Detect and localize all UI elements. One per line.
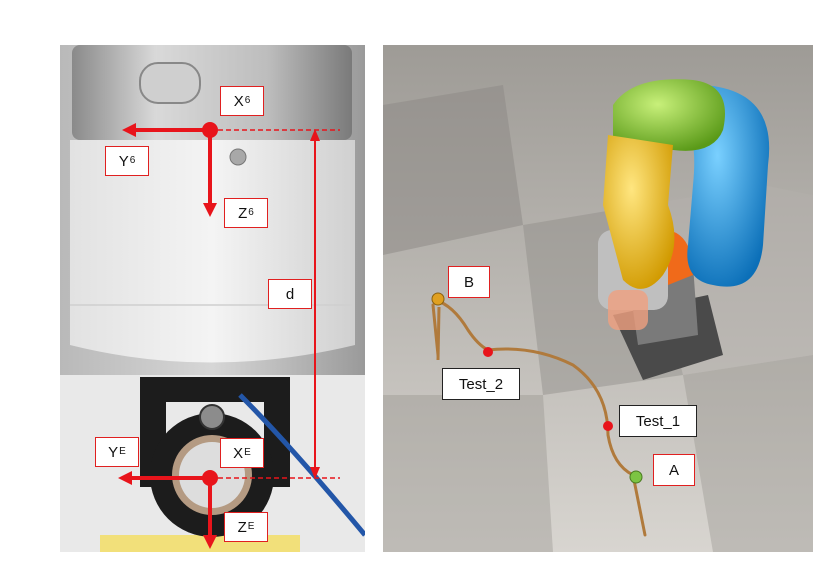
- label-d: d: [268, 279, 312, 309]
- label-test-2-text: Test_2: [458, 375, 504, 393]
- label-a-text: A: [668, 461, 679, 479]
- simulation-panel: [383, 45, 813, 552]
- label-b: B: [448, 266, 490, 298]
- label-ze-main: Z: [237, 518, 247, 536]
- point-b-marker: [431, 292, 445, 306]
- label-ze-sub: E: [247, 521, 255, 532]
- label-y6-sub: 6: [129, 155, 136, 166]
- waypoint-test-1-marker: [603, 421, 613, 431]
- label-b-text: B: [463, 273, 474, 291]
- flange-photo-panel: [60, 45, 365, 552]
- label-a: A: [653, 454, 695, 486]
- flange-photo: [60, 45, 365, 552]
- label-d-text: d: [285, 285, 295, 303]
- label-x6-main: X: [233, 92, 244, 110]
- label-ye-sub: E: [119, 446, 126, 457]
- waypoint-test-2-marker: [483, 347, 493, 357]
- label-xe-sub: E: [244, 447, 251, 458]
- label-y6-main: Y: [118, 152, 129, 170]
- label-xe-main: X: [233, 444, 244, 462]
- simulation-scene: [383, 45, 813, 552]
- point-a-marker: [629, 470, 643, 484]
- label-z6-sub: 6: [248, 207, 254, 218]
- label-test-1-text: Test_1: [635, 412, 681, 430]
- label-x6-sub: 6: [244, 95, 251, 106]
- label-test-2: Test_2: [442, 368, 520, 400]
- label-ye-main: Y: [108, 443, 119, 461]
- label-test-1: Test_1: [619, 405, 697, 437]
- label-z6-main: Z: [238, 204, 248, 222]
